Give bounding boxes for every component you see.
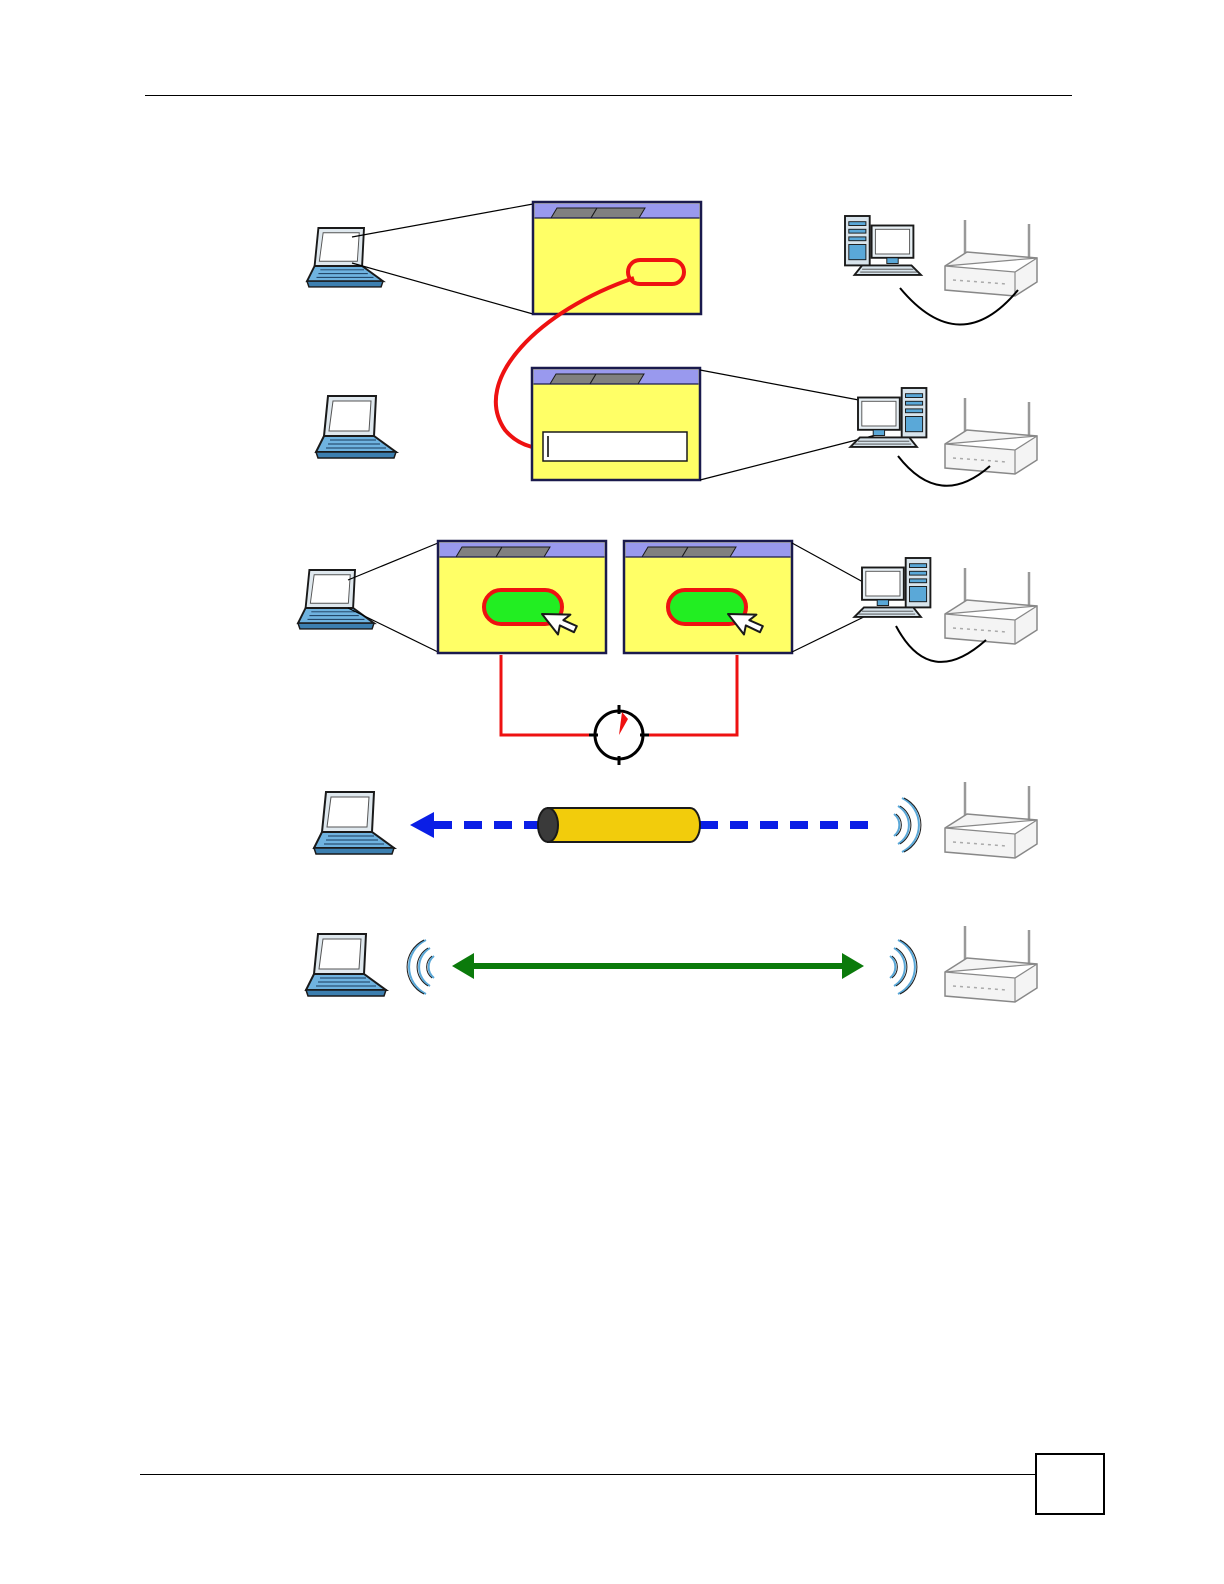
row-2	[316, 368, 1037, 486]
wireless-signal-icon	[894, 798, 921, 852]
footer-rule	[140, 1474, 1035, 1475]
wireless-signal-icon	[407, 940, 434, 994]
row-5	[306, 926, 1037, 1002]
green-arrowhead-right	[842, 953, 864, 979]
router-icon	[945, 926, 1037, 1002]
router-icon	[945, 220, 1037, 296]
laptop-icon	[298, 570, 374, 629]
laptop-icon	[307, 228, 383, 287]
cookie-highlight	[628, 260, 684, 284]
page-number-box	[1035, 1453, 1105, 1515]
browser-window-icon	[533, 202, 701, 314]
tunnel-icon	[538, 808, 700, 842]
wireless-signal-icon	[890, 940, 917, 994]
router-icon	[945, 398, 1037, 474]
laptop-icon	[316, 396, 396, 458]
laptop-icon	[314, 792, 394, 854]
row-3	[298, 541, 1037, 765]
router-icon	[945, 782, 1037, 858]
address-field	[543, 432, 687, 461]
desktop-pc-icon	[850, 388, 926, 447]
row-1	[307, 202, 1037, 325]
router-icon	[945, 568, 1037, 644]
browser-window-icon	[532, 368, 700, 480]
desktop-pc-icon	[854, 558, 930, 617]
green-arrowhead-left	[452, 953, 474, 979]
blue-arrowhead	[410, 812, 434, 838]
clock-icon	[589, 705, 649, 765]
row-4	[314, 782, 1037, 858]
desktop-pc-icon	[845, 216, 921, 275]
laptop-icon	[306, 934, 386, 996]
